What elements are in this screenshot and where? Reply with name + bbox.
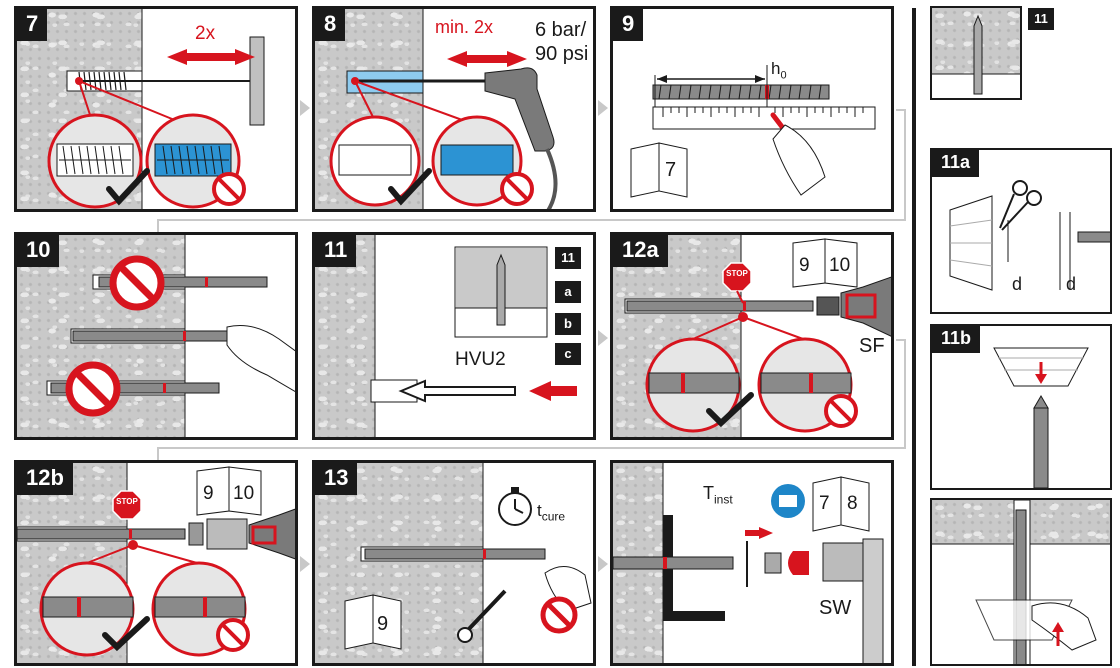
- step-7-panel: 7 2x: [14, 6, 298, 212]
- prohibited-icon: [65, 361, 121, 417]
- curing-illustration: [344, 463, 592, 663]
- step-12a-panel: 12a STOP 9 10 SF: [610, 232, 894, 440]
- tool-sf-label: SF: [859, 335, 885, 357]
- manual-book-icon: [630, 142, 688, 198]
- stop-label: STOP: [116, 497, 138, 506]
- setting-anchor-illustration: [624, 235, 891, 437]
- side-step-number: 11: [1028, 8, 1054, 30]
- capsule-push-illustration: [932, 500, 1110, 664]
- flow-arrow: [598, 330, 608, 346]
- tab-b: b: [555, 313, 581, 335]
- setting-anchor-alt-illustration: [17, 463, 295, 663]
- side-insertion-panel: [930, 498, 1112, 666]
- concrete-block: [315, 235, 375, 437]
- manual-page-label: 7: [665, 159, 677, 181]
- step-number: 9: [613, 9, 644, 41]
- step-number: 11a: [932, 150, 980, 177]
- step-9-panel: 9 h0 7: [610, 6, 894, 212]
- prohibited-icon: [216, 618, 250, 652]
- stop-label: STOP: [726, 269, 748, 278]
- capsule-in-hole-illustration: [932, 14, 1020, 95]
- scissors-icon: [999, 180, 1042, 231]
- thermometer-icon: [457, 589, 507, 643]
- tab-11: 11: [555, 247, 581, 269]
- section-divider: [912, 8, 916, 666]
- side-11a-panel: 11a d d: [930, 148, 1112, 314]
- step-number: 10: [17, 235, 60, 267]
- step-12b-panel: 12b STOP 9 10: [14, 460, 298, 666]
- cure-time-label: tcure: [537, 501, 566, 524]
- step-8-panel: 8 min. 2x 6 bar/ 90 psi: [312, 6, 596, 212]
- manual-page-right: 8: [847, 493, 858, 514]
- compressed-air-illustration: [329, 9, 558, 209]
- rod-insertion-check-illustration: [46, 235, 295, 437]
- manual-book-icon: [344, 594, 402, 650]
- step-number: 13: [315, 463, 358, 495]
- manual-book-icon: [196, 466, 262, 516]
- flow-arrow: [300, 100, 310, 116]
- read-manual-icon: [771, 484, 805, 518]
- checkmark-icon: [106, 168, 150, 206]
- stopwatch-icon: [498, 487, 532, 526]
- checkmark-icon: [388, 168, 432, 206]
- manual-page-left: 9: [203, 483, 214, 504]
- flow-arrow: [300, 556, 310, 572]
- pressure-label-bar: 6 bar/: [535, 19, 587, 41]
- step-10-panel: 10: [14, 232, 298, 440]
- tool-sw-label: SW: [819, 597, 852, 619]
- step-number: 8: [315, 9, 346, 41]
- step-number: 12a: [613, 235, 668, 267]
- tab-c: c: [555, 343, 581, 365]
- repeat-count-label: min. 2x: [435, 17, 494, 37]
- step-number: 12b: [17, 463, 73, 495]
- embedment-depth-label: h0: [771, 59, 787, 82]
- step-number: 11b: [932, 326, 981, 353]
- pushing-rod-illustration: [993, 347, 1089, 488]
- manual-page-right: 10: [233, 483, 255, 504]
- step-13-panel: 13 tcure 9: [312, 460, 596, 666]
- torque-fixing-illustration: [613, 463, 884, 663]
- prohibited-icon: [212, 172, 246, 206]
- stop-sign-icon: [112, 490, 142, 520]
- tab-a: a: [555, 281, 581, 303]
- cutting-capsule-illustration: [949, 180, 1110, 291]
- diameter-label-2: d: [1066, 274, 1077, 294]
- manual-book-icon: [792, 238, 858, 288]
- step-number: 7: [17, 9, 48, 41]
- manual-page-left: 9: [799, 255, 810, 276]
- step-number: 11: [315, 235, 357, 267]
- capsule-insertion-illustration: [370, 235, 577, 437]
- pressure-label-psi: 90 psi: [535, 43, 589, 65]
- brush-cleaning-illustration: [47, 9, 265, 209]
- prohibited-icon: [540, 596, 578, 634]
- checkmark-icon: [706, 392, 754, 428]
- manual-page-left: 7: [819, 493, 830, 514]
- install-torque-label: Tinst: [703, 483, 733, 507]
- embedment-depth-illustration: [630, 65, 876, 198]
- checkmark-icon: [102, 616, 150, 652]
- stop-sign-icon: [722, 262, 752, 292]
- manual-book-icon: [812, 476, 870, 532]
- diameter-label-1: d: [1012, 274, 1023, 294]
- prohibited-icon: [500, 172, 534, 206]
- flow-arrow: [598, 556, 608, 572]
- step-11-panel: 11 HVU2 11 a b c: [312, 232, 596, 440]
- repeat-count-label: 2x: [195, 23, 216, 44]
- side-11b-panel: 11b: [930, 324, 1112, 490]
- prohibited-icon: [109, 255, 165, 311]
- side-11-panel: [930, 6, 1022, 100]
- flow-arrow: [598, 100, 608, 116]
- manual-page-right: 10: [829, 255, 851, 276]
- product-name-label: HVU2: [455, 349, 506, 370]
- prohibited-icon: [824, 394, 858, 428]
- manual-page-label: 9: [377, 613, 389, 635]
- step-14-panel: Tinst 7 8 SW: [610, 460, 894, 666]
